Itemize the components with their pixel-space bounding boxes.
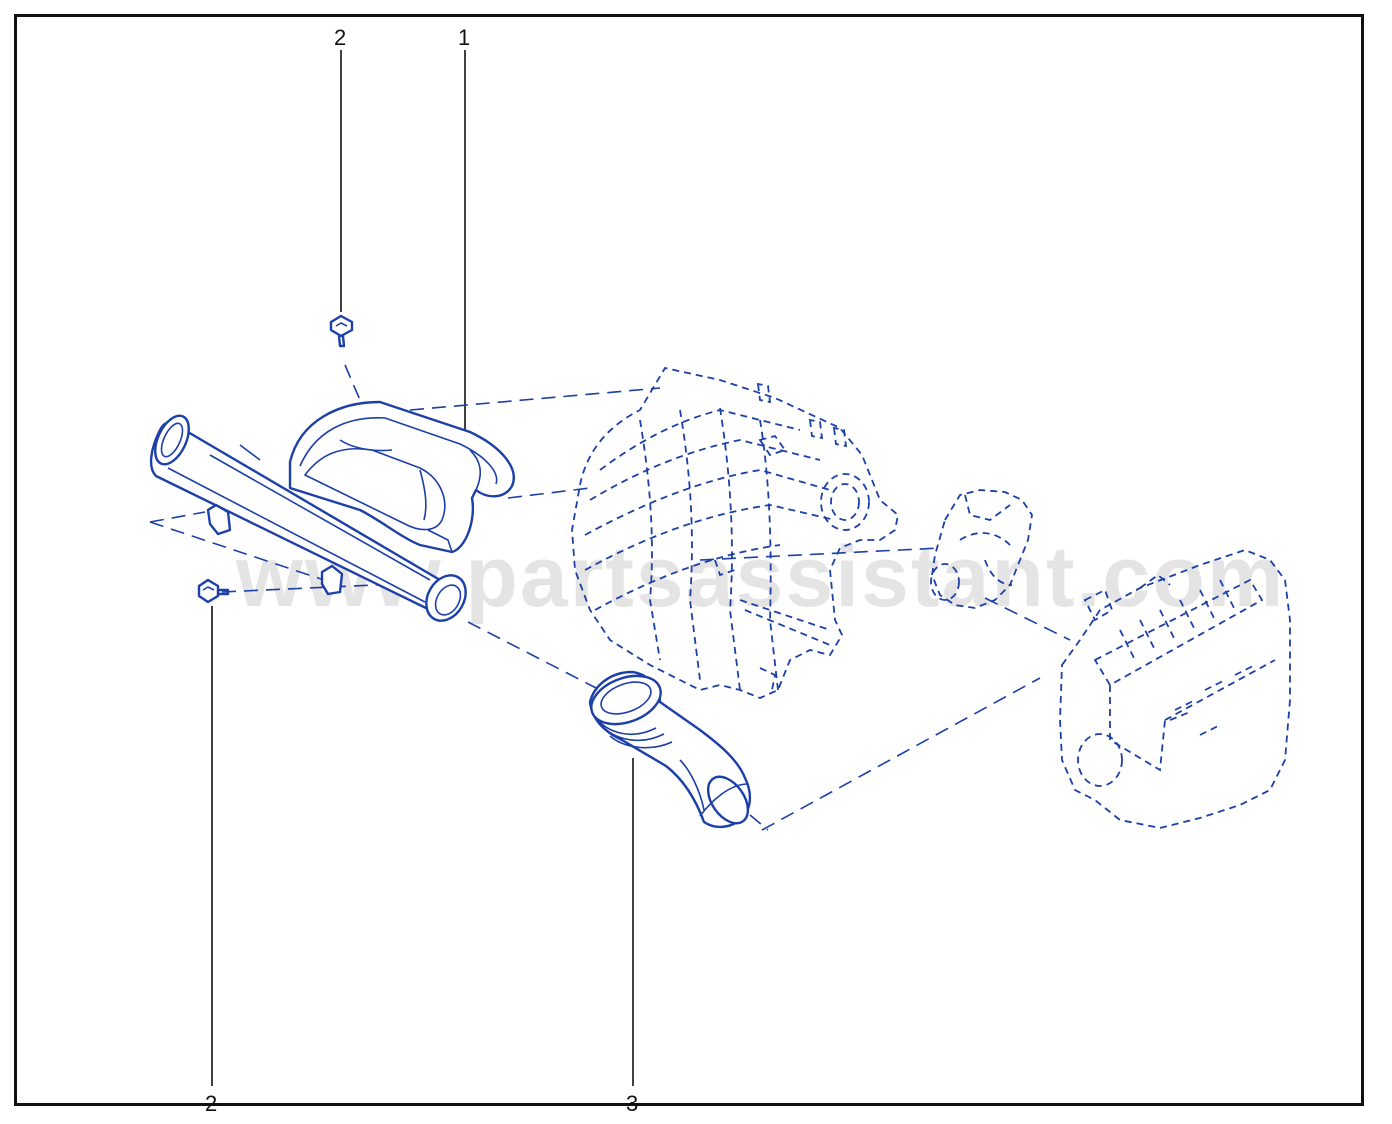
intake-manifold-reference <box>571 366 899 699</box>
part-2-screw-top <box>329 314 354 348</box>
callout-2-top: 2 <box>334 25 346 50</box>
diagram-frame <box>14 14 1364 1106</box>
air-filter-housing-reference <box>1059 549 1291 829</box>
throttle-body-reference <box>930 489 1033 609</box>
part-2-screw-bottom <box>197 578 230 604</box>
part-1-air-intake-duct <box>149 400 515 622</box>
callout-2-bottom: 2 <box>205 1091 217 1116</box>
assembly-lines <box>149 364 1071 831</box>
callout-1: 1 <box>458 25 470 50</box>
callout-3: 3 <box>626 1091 638 1116</box>
part-3-intake-hose <box>588 670 752 829</box>
